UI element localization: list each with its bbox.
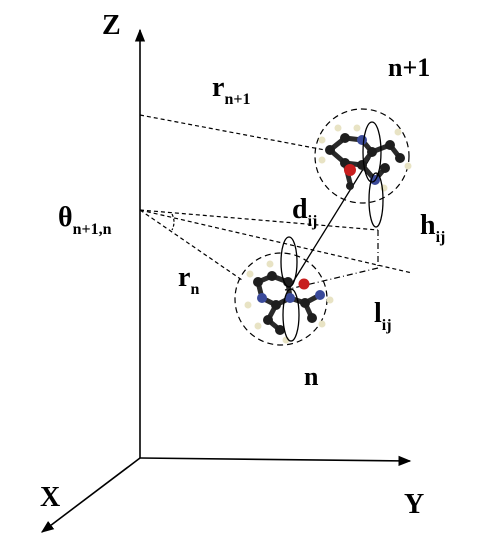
atom xyxy=(395,153,405,163)
oxygen-atom xyxy=(298,278,310,290)
atom xyxy=(357,135,367,145)
atom xyxy=(357,160,367,170)
theta-label: θn+1,n xyxy=(58,202,112,238)
plane-line-lower xyxy=(139,209,413,274)
molecule-n-plus-1-boundary xyxy=(314,108,410,204)
hydrogen-atom xyxy=(394,128,402,136)
l-ij-label: lij xyxy=(374,298,392,334)
atom xyxy=(257,293,267,303)
y-axis xyxy=(139,455,412,466)
atom xyxy=(285,293,295,303)
hydrogen-atom xyxy=(326,296,334,304)
d-ij-line xyxy=(287,157,371,291)
hydrogen-atom xyxy=(404,162,412,170)
hydrogen-atom xyxy=(318,156,326,164)
atom xyxy=(380,163,390,173)
hydrogen-atom xyxy=(254,322,262,330)
h-ij-label: hij xyxy=(420,210,445,246)
orbital-ellipse xyxy=(282,288,300,342)
atom xyxy=(275,325,285,335)
atom xyxy=(315,290,325,300)
x-axis-label: X xyxy=(40,482,60,513)
orbital-ellipse xyxy=(280,236,298,288)
atom xyxy=(325,145,335,155)
molecule-n xyxy=(234,236,334,346)
y-axis-label: Y xyxy=(404,489,424,520)
oxygen-atom xyxy=(344,164,356,176)
r-n-line xyxy=(139,209,243,281)
hydrogen-atom xyxy=(318,320,326,328)
atom xyxy=(300,298,310,308)
atom xyxy=(307,313,317,323)
hydrogen-atom xyxy=(244,301,252,309)
z-axis-label: Z xyxy=(102,10,121,41)
molecule-n-plus-1 xyxy=(314,108,412,228)
atom xyxy=(367,147,377,157)
hydrogen-atom xyxy=(318,136,326,144)
r-next-label: rn+1 xyxy=(212,72,250,108)
hydrogen-atom xyxy=(353,124,361,132)
r-n-label: rn xyxy=(178,262,199,298)
atom xyxy=(267,271,277,281)
orbital-ellipse xyxy=(362,121,382,183)
hydrogen-atom xyxy=(246,270,254,278)
atom xyxy=(385,140,395,150)
orbital-ellipse xyxy=(368,172,384,228)
molecule-n-label: n xyxy=(304,362,319,391)
atom xyxy=(253,277,263,287)
molecule-n-plus-1-label: n+1 xyxy=(388,53,430,82)
atom xyxy=(346,182,354,190)
atom xyxy=(340,133,350,143)
plane-line-upper xyxy=(139,209,379,231)
hydrogen-atom xyxy=(266,260,274,268)
hydrogen-atom xyxy=(334,124,342,132)
x-axis xyxy=(40,457,141,533)
d-ij-label: dij xyxy=(292,194,317,230)
atom xyxy=(271,300,281,310)
r-next-line xyxy=(139,114,326,151)
theta-arc xyxy=(171,213,175,231)
atom xyxy=(263,315,273,325)
